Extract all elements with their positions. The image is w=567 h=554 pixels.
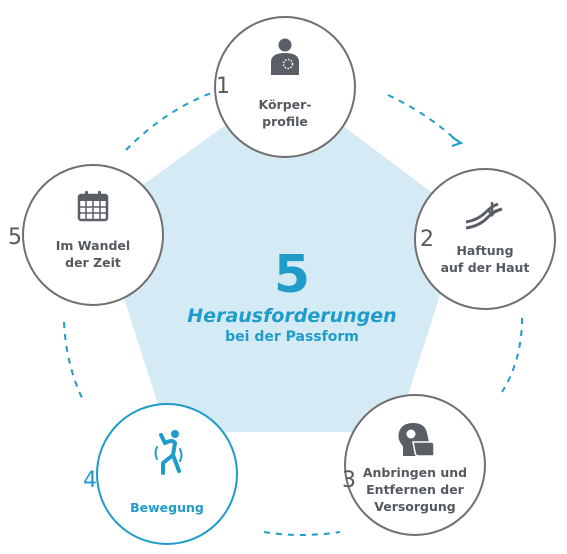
connector-5-1 [125,91,215,151]
calendar-icon [77,190,109,226]
step-4-label: Bewegung [130,500,204,515]
step-2-label: Haftung auf der Haut [440,243,530,275]
center-heading: 5 Herausforderungen bei der Passform [152,248,432,346]
step-2-number: 2 [420,227,434,252]
head-hand-icon [395,420,435,464]
connector-4-5 [63,321,83,399]
step-1-label: Körper- profile [258,97,312,129]
step-3-label: Anbringen und Entfernen der Versorgung [362,465,468,514]
connector-3-4 [263,531,341,536]
step-5-number: 5 [8,225,22,250]
step-5-label: Im Wandel der Zeit [55,238,131,270]
center-title: Herausforderungen [187,305,397,327]
center-subtitle: bei der Passform [225,329,359,345]
step-1-number: 1 [216,74,230,99]
step-1-circle[interactable]: Körper- profile [214,16,356,158]
connector-1-2 [387,94,459,143]
adhesion-icon [464,200,506,234]
step-4-circle[interactable]: Bewegung [96,403,238,545]
connector-2-3 [501,317,523,393]
center-number: 5 [273,245,311,305]
stretching-person-icon [149,429,185,479]
arrow-head-icon [451,136,464,147]
step-2-circle[interactable]: Haftung auf der Haut [414,168,556,310]
center-pentagon [100,82,463,432]
step-5-circle[interactable]: Im Wandel der Zeit [22,164,164,306]
step-4-number: 4 [83,468,97,493]
step-3-number: 3 [342,468,356,493]
step-3-circle[interactable]: Anbringen und Entfernen der Versorgung [344,394,486,536]
torso-icon [267,38,303,80]
